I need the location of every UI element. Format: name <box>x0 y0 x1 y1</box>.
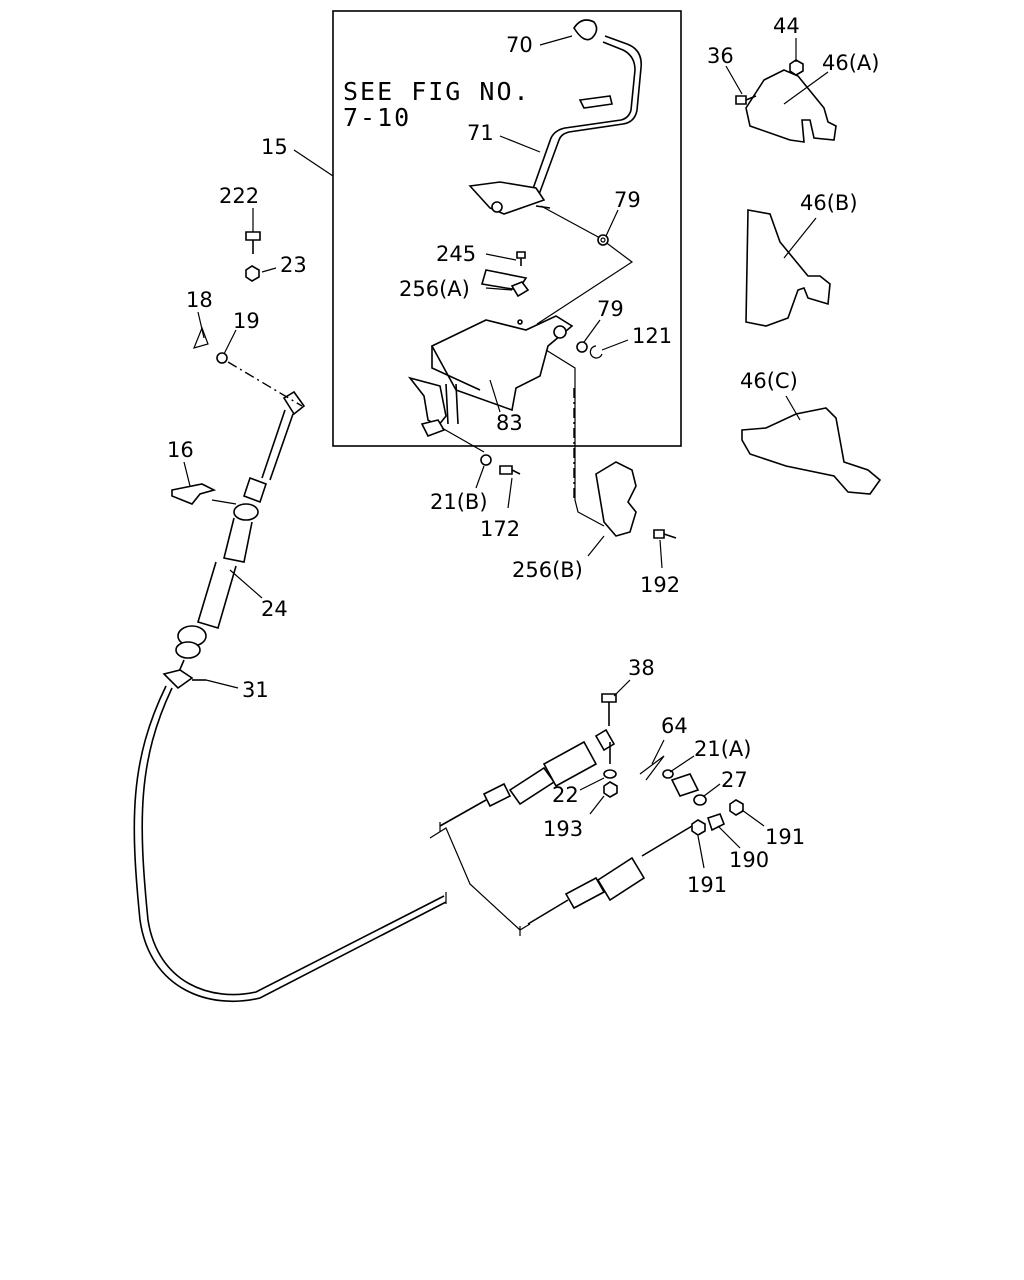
callout-64: 64 <box>661 714 688 738</box>
callout-19: 19 <box>233 309 260 333</box>
callout-23: 23 <box>280 253 307 277</box>
callout-46a: 46(A) <box>822 51 879 75</box>
callout-83: 83 <box>496 411 523 435</box>
callout-256b: 256(B) <box>512 558 583 582</box>
callout-193: 193 <box>543 817 583 841</box>
callout-191a: 191 <box>765 825 805 849</box>
lever-arm-256b <box>595 461 637 537</box>
callout-21a: 21(A) <box>694 737 751 761</box>
bracket-46c <box>741 407 882 495</box>
callout-36: 36 <box>707 44 734 68</box>
callout-70: 70 <box>506 33 533 57</box>
callout-18: 18 <box>186 288 213 312</box>
callout-121: 121 <box>632 324 672 348</box>
callout-31: 31 <box>242 678 269 702</box>
callout-16: 16 <box>167 438 194 462</box>
callout-222: 222 <box>219 184 259 208</box>
shift-cable-end-lower <box>527 755 744 925</box>
callout-38: 38 <box>628 656 655 680</box>
callout-24: 24 <box>261 597 288 621</box>
callout-21b: 21(B) <box>430 490 488 514</box>
callout-22: 22 <box>552 783 579 807</box>
callout-79a: 79 <box>614 188 641 212</box>
leader-lines <box>183 35 829 869</box>
callout-191b: 191 <box>687 873 727 897</box>
inset-frame <box>332 10 682 447</box>
callout-46c: 46(C) <box>740 369 798 393</box>
see-fig-note-line2: 7-10 <box>343 103 411 132</box>
see-fig-note-line1: SEE FIG NO. <box>343 77 531 106</box>
callout-44: 44 <box>773 14 800 38</box>
select-cable-assembly <box>133 390 447 1002</box>
callout-172: 172 <box>480 517 520 541</box>
callout-15: 15 <box>261 135 288 159</box>
callout-256a: 256(A) <box>399 277 470 301</box>
callout-79b: 79 <box>597 297 624 321</box>
shift-cable-end-upper <box>439 693 618 827</box>
callout-245: 245 <box>436 242 476 266</box>
bracket-46b <box>745 209 831 327</box>
shift-lever <box>468 19 643 215</box>
callout-192: 192 <box>640 573 680 597</box>
lever-bracket-assembly <box>407 269 574 438</box>
callout-27: 27 <box>721 768 748 792</box>
callout-71: 71 <box>467 121 494 145</box>
bracket-46a <box>745 69 837 143</box>
callout-190: 190 <box>729 848 769 872</box>
callout-46b: 46(B) <box>800 191 858 215</box>
